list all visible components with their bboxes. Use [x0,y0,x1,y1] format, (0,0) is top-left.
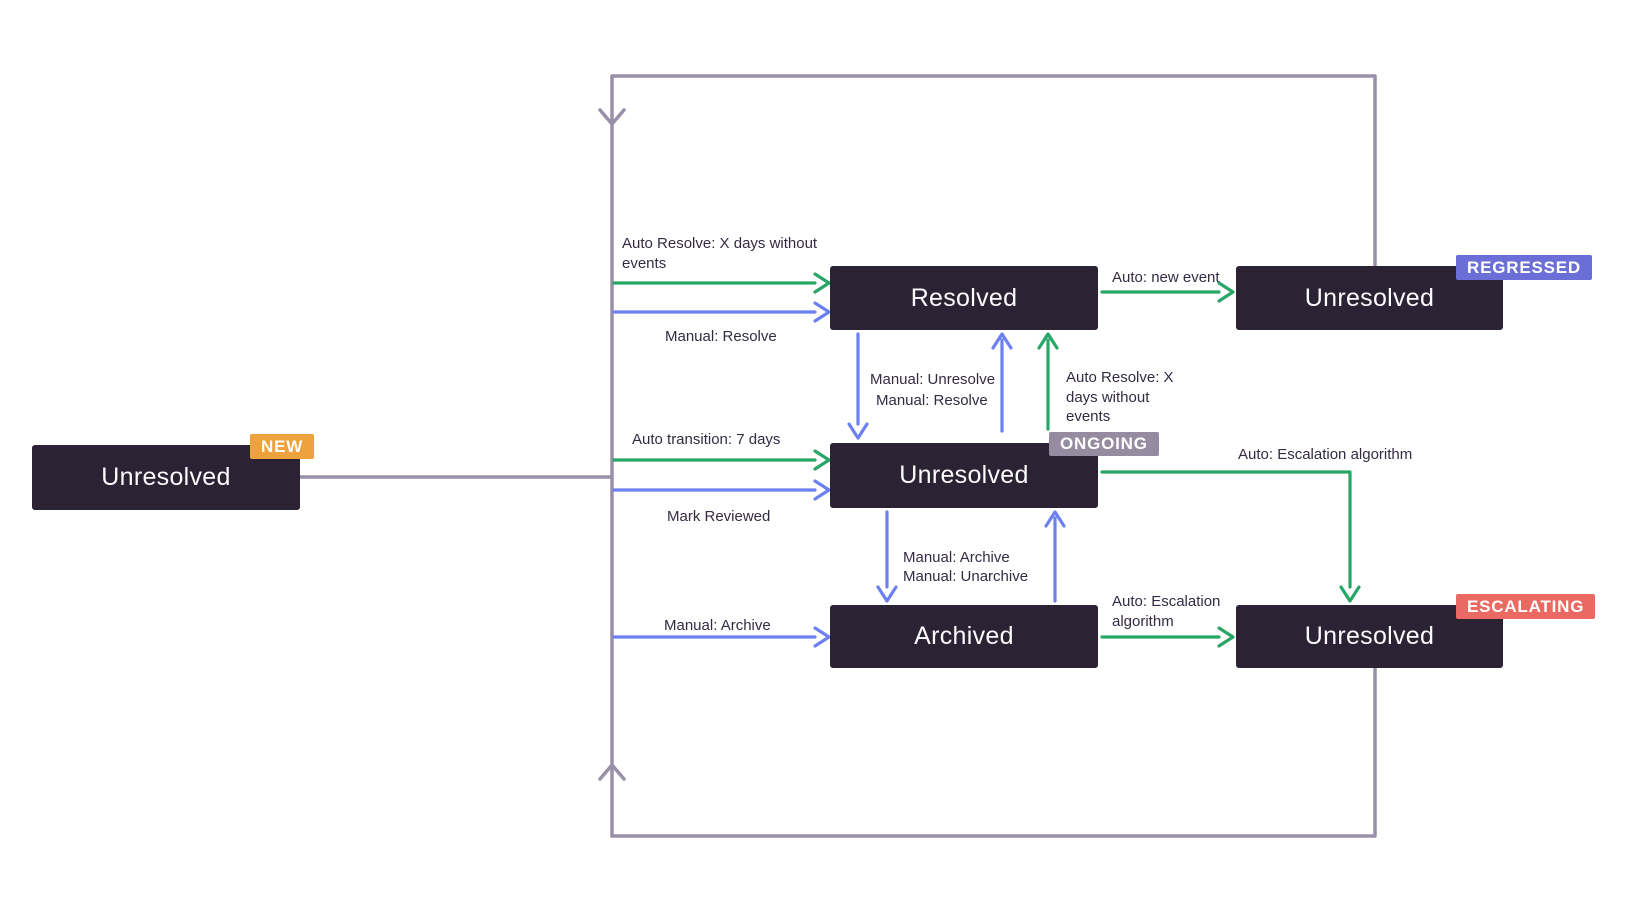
edge-label-manual-archive-to-archived: Manual: Archive [664,617,771,634]
edge-auto-resolve-to-resolved [612,272,831,294]
status-badge-ongoing: ONGOING [1049,432,1159,456]
edge-label-manual-archive-pair: Manual: Archive [903,549,1010,566]
loop-bottom-edge [610,667,1377,838]
node-label: Unresolved [899,461,1029,489]
edge-manual-archive-to-archived [612,626,831,648]
edge-manual-unarchive-up [1044,510,1066,603]
edge-manual-resolve-to-resolved [612,301,831,323]
loop-arrow-up-icon [598,763,626,781]
auto-transition-edges [612,272,1361,648]
edge-label-auto-escalation-from-archived: Auto: Escalation algorithm [1112,593,1221,630]
edge-auto-escalation-from-archived [1100,626,1235,648]
status-badge-escalating: ESCALATING [1456,594,1596,619]
edge-auto-transition [612,449,831,471]
edge-label-auto-escalation-from-ongoing: Auto: Escalation algorithm [1238,446,1413,463]
edge-manual-resolve-up [991,332,1013,433]
feedback-loop-edges [298,74,1377,838]
status-badge-new: NEW [250,434,315,459]
edge-label-manual-unarchive-pair: Manual: Unarchive [903,568,1029,585]
edge-auto-escalation-from-ongoing [1100,470,1361,603]
edge-label-auto-transition: Auto transition: 7 days [632,431,781,448]
node-archived: Archived [830,605,1098,668]
edge-label-auto-resolve-from-ongoing: Auto Resolve: X days without events [1066,369,1174,425]
edge-auto-resolve-up [1037,332,1059,431]
edge-auto-new-event [1100,281,1235,303]
manual-transition-edges [612,301,1066,648]
node-label: Archived [914,622,1014,650]
edge-label-auto-new-event: Auto: new event [1112,269,1220,286]
node-label: Resolved [910,283,1018,312]
edge-label-manual-resolve-to-resolved: Manual: Resolve [665,328,777,345]
edge-label-manual-unresolve: Manual: Unresolve [870,371,996,388]
edge-manual-unresolve-down [847,332,869,440]
edge-label-manual-resolve-from-ongoing: Manual: Resolve [876,392,988,409]
edge-mark-reviewed [612,479,831,501]
node-label: Unresolved [1304,622,1435,650]
node-label: Unresolved [1304,283,1435,312]
loop-top-edge [610,74,1377,838]
edge-manual-archive-down [876,510,898,603]
status-badge-regressed: REGRESSED [1456,255,1592,280]
edge-label-auto-resolve-to-resolved: Auto Resolve: X days without events [622,235,818,272]
node-resolved: Resolved [830,266,1098,330]
node-label: Unresolved [101,463,231,491]
edge-label-mark-reviewed: Mark Reviewed [667,508,771,525]
loop-arrow-down-icon [598,108,626,126]
